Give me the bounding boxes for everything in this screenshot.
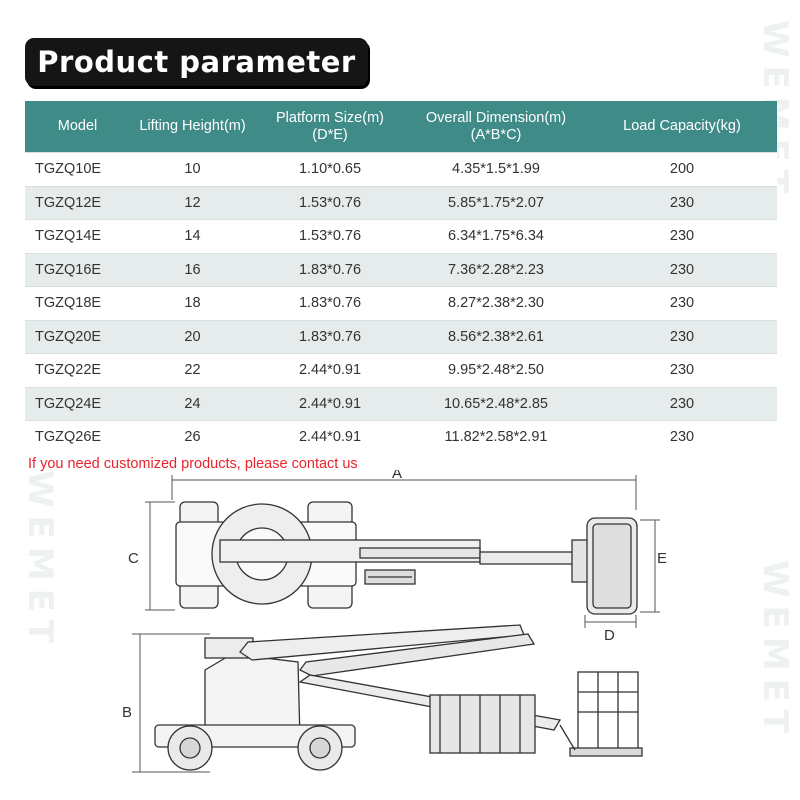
cell-model: TGZQ16E bbox=[25, 252, 130, 287]
customization-notice: If you need customized products, please … bbox=[28, 456, 358, 472]
cell-model: TGZQ24E bbox=[25, 386, 130, 421]
cell-lifting-height: 12 bbox=[130, 185, 255, 220]
cell-overall-dimension: 8.27*2.38*2.30 bbox=[405, 286, 587, 320]
dimension-drawing: A C E D B bbox=[122, 470, 667, 773]
cell-load-capacity: 230 bbox=[587, 219, 777, 253]
cell-overall-dimension: 11.82*2.58*2.91 bbox=[405, 420, 587, 454]
cell-platform-size: 1.83*0.76 bbox=[255, 319, 405, 354]
cell-model: TGZQ20E bbox=[25, 319, 130, 354]
title-banner: Product parameter bbox=[25, 38, 368, 86]
cell-platform-size: 1.10*0.65 bbox=[255, 152, 405, 186]
cell-platform-size: 1.53*0.76 bbox=[255, 185, 405, 220]
cell-lifting-height: 10 bbox=[130, 152, 255, 186]
cell-overall-dimension: 4.35*1.5*1.99 bbox=[405, 152, 587, 186]
cell-lifting-height: 18 bbox=[130, 286, 255, 320]
cell-overall-dimension: 7.36*2.28*2.23 bbox=[405, 252, 587, 287]
cell-platform-size: 2.44*0.91 bbox=[255, 353, 405, 387]
cell-platform-size: 1.53*0.76 bbox=[255, 219, 405, 253]
cell-model: TGZQ18E bbox=[25, 286, 130, 320]
dimension-label-a: A bbox=[392, 470, 402, 482]
cell-platform-size: 1.83*0.76 bbox=[255, 252, 405, 287]
cell-lifting-height: 20 bbox=[130, 319, 255, 354]
cell-platform-size: 2.44*0.91 bbox=[255, 420, 405, 454]
table-header-row: Model Lifting Height(m) Platform Size(m)… bbox=[25, 101, 777, 153]
cell-overall-dimension: 5.85*1.75*2.07 bbox=[405, 185, 587, 220]
cell-load-capacity: 230 bbox=[587, 319, 777, 354]
page-title: Product parameter bbox=[37, 45, 356, 79]
dimension-label-e: E bbox=[657, 550, 667, 567]
side-view-drawing bbox=[154, 624, 643, 771]
dimension-label-d: D bbox=[604, 627, 615, 644]
col-header-platform-size: Platform Size(m) (D*E) bbox=[255, 101, 405, 153]
cell-model: TGZQ12E bbox=[25, 185, 130, 220]
col-header-overall-dimension: Overall Dimension(m) (A*B*C) bbox=[405, 101, 587, 153]
col-header-lifting-height: Lifting Height(m) bbox=[130, 101, 255, 153]
top-view-drawing bbox=[175, 501, 638, 615]
cell-lifting-height: 14 bbox=[130, 219, 255, 253]
cell-model: TGZQ26E bbox=[25, 420, 130, 454]
cell-overall-dimension: 9.95*2.48*2.50 bbox=[405, 353, 587, 387]
cell-load-capacity: 230 bbox=[587, 286, 777, 320]
cell-load-capacity: 230 bbox=[587, 252, 777, 287]
spec-table: Model Lifting Height(m) Platform Size(m)… bbox=[25, 101, 777, 454]
col-header-load-capacity: Load Capacity(kg) bbox=[587, 101, 777, 153]
cell-overall-dimension: 6.34*1.75*6.34 bbox=[405, 219, 587, 253]
cell-load-capacity: 200 bbox=[587, 152, 777, 186]
cell-lifting-height: 16 bbox=[130, 252, 255, 287]
cell-platform-size: 2.44*0.91 bbox=[255, 386, 405, 421]
cell-lifting-height: 24 bbox=[130, 386, 255, 421]
cell-overall-dimension: 8.56*2.38*2.61 bbox=[405, 319, 587, 354]
cell-platform-size: 1.83*0.76 bbox=[255, 286, 405, 320]
dimension-label-b: B bbox=[122, 704, 132, 721]
cell-model: TGZQ10E bbox=[25, 152, 130, 186]
cell-load-capacity: 230 bbox=[587, 386, 777, 421]
cell-load-capacity: 230 bbox=[587, 185, 777, 220]
cell-load-capacity: 230 bbox=[587, 353, 777, 387]
col-header-model: Model bbox=[25, 101, 130, 153]
cell-overall-dimension: 10.65*2.48*2.85 bbox=[405, 386, 587, 421]
cell-lifting-height: 26 bbox=[130, 420, 255, 454]
cell-model: TGZQ14E bbox=[25, 219, 130, 253]
cell-lifting-height: 22 bbox=[130, 353, 255, 387]
cell-load-capacity: 230 bbox=[587, 420, 777, 454]
dimension-label-c: C bbox=[128, 550, 139, 567]
cell-model: TGZQ22E bbox=[25, 353, 130, 387]
